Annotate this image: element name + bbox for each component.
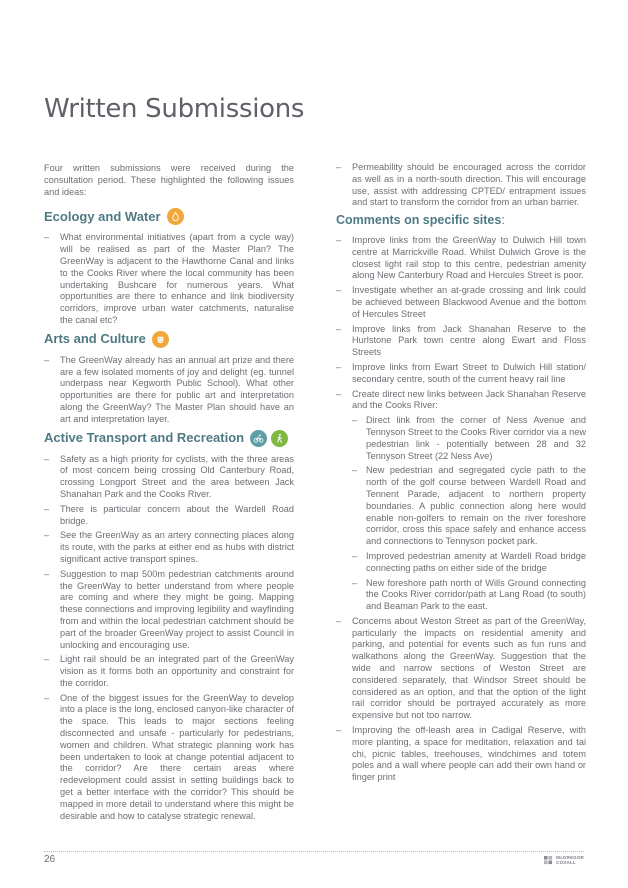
water-drop-icon	[166, 208, 184, 226]
specific-sites-list: Improve links from the GreenWay to Dulwi…	[336, 235, 586, 784]
ecology-heading: Ecology and Water	[44, 208, 294, 226]
ecology-heading-text: Ecology and Water	[44, 208, 161, 224]
list-item: See the GreenWay as an artery connecting…	[44, 530, 294, 565]
logo-line-1: McGREGOR	[556, 855, 584, 860]
right-column: Permeability should be encouraged across…	[336, 162, 586, 787]
list-item: Permeability should be encouraged across…	[336, 162, 586, 209]
specific-sites-heading-suffix: :	[501, 213, 505, 228]
cyclist-icon	[250, 429, 268, 447]
list-item: What environmental initiatives (apart fr…	[44, 232, 294, 326]
list-item-with-sublist: Create direct new links between Jack Sha…	[336, 389, 586, 613]
left-column: Four written submissions were received d…	[44, 163, 294, 825]
arts-heading-text: Arts and Culture	[44, 331, 146, 347]
transport-heading: Active Transport and Recreation	[44, 429, 294, 447]
footer-divider	[44, 851, 584, 852]
list-item: Improving the off-leash area in Cadigal …	[336, 725, 586, 784]
list-item-text: Create direct new links between Jack Sha…	[352, 388, 586, 411]
logo-mark-icon	[544, 855, 553, 864]
list-item: There is particular concern about the Wa…	[44, 504, 294, 528]
specific-sites-sublist: Direct link from the corner of Ness Aven…	[352, 415, 586, 613]
sub-list-item: New pedestrian and segregated cycle path…	[352, 465, 586, 548]
arts-heading: Arts and Culture	[44, 330, 294, 348]
sub-list-item: New foreshore path north of Wills Ground…	[352, 578, 586, 613]
list-item: Suggestion to map 500m pedestrian catchm…	[44, 569, 294, 652]
list-item: One of the biggest issues for the GreenW…	[44, 693, 294, 823]
transport-list: Safety as a high priority for cyclists, …	[44, 454, 294, 823]
walker-icon	[271, 429, 289, 447]
arts-list: The GreenWay already has an annual art p…	[44, 355, 294, 426]
sub-list-item: Direct link from the corner of Ness Aven…	[352, 415, 586, 462]
specific-sites-heading-text: Comments on specific sites	[336, 213, 502, 228]
logo-text: McGREGOR COXALL	[556, 855, 584, 865]
sub-list-item: Improved pedestrian amenity at Wardell R…	[352, 551, 586, 575]
transport-list-continued: Permeability should be encouraged across…	[336, 162, 586, 209]
specific-sites-heading: Comments on specific sites:	[336, 213, 586, 228]
page-title: Written Submissions	[44, 94, 305, 124]
list-item: The GreenWay already has an annual art p…	[44, 355, 294, 426]
logo-line-2: COXALL	[556, 860, 576, 865]
theatre-icon	[151, 330, 169, 348]
list-item: Concerns about Weston Street as part of …	[336, 616, 586, 722]
ecology-list: What environmental initiatives (apart fr…	[44, 232, 294, 326]
list-item: Improve links from Jack Shanahan Reserve…	[336, 324, 586, 359]
list-item: Investigate whether an at-grade crossing…	[336, 285, 586, 320]
list-item: Improve links from the GreenWay to Dulwi…	[336, 235, 586, 282]
mcgregor-coxall-logo: McGREGOR COXALL	[544, 855, 584, 865]
intro-paragraph: Four written submissions were received d…	[44, 163, 294, 197]
transport-heading-text: Active Transport and Recreation	[44, 430, 245, 446]
list-item: Improve links from Ewart Street to Dulwi…	[336, 362, 586, 386]
list-item: Safety as a high priority for cyclists, …	[44, 454, 294, 501]
list-item: Light rail should be an integrated part …	[44, 654, 294, 689]
page-number: 26	[44, 854, 56, 865]
